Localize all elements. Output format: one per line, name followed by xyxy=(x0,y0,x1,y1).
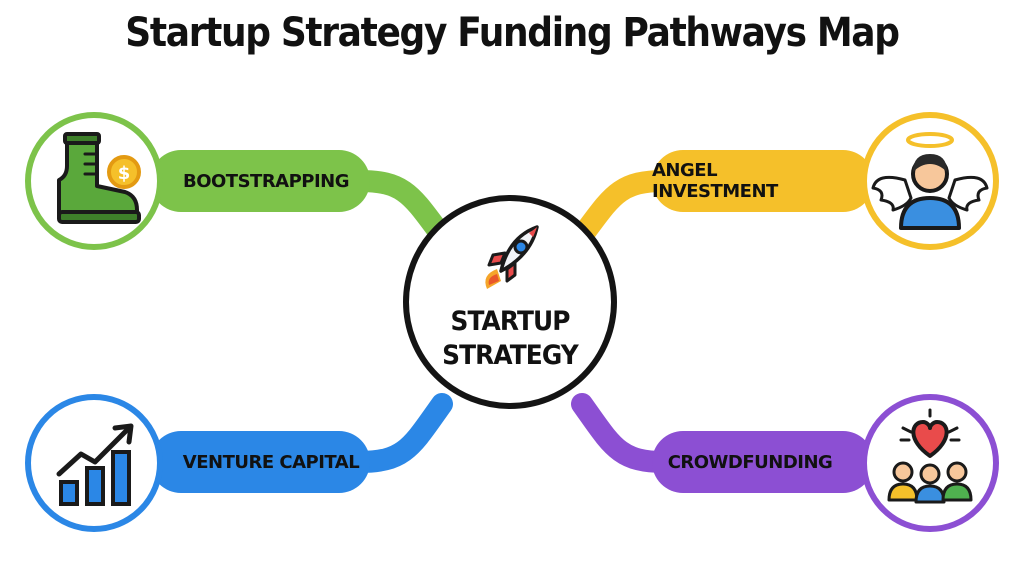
bootstrapping-icon-circle: $ xyxy=(25,112,163,250)
crowdfunding-icon-circle xyxy=(861,394,999,532)
svg-text:$: $ xyxy=(118,163,131,184)
growth-chart-icon xyxy=(56,423,134,506)
diagram-title: Startup Strategy Funding Pathways Map xyxy=(125,10,900,56)
branch-label: CROWDFUNDING xyxy=(667,451,833,473)
boot-coin-icon: $ xyxy=(57,132,141,224)
center-label-line2: STRATEGY xyxy=(442,340,579,371)
crowd-heart-icon xyxy=(887,408,973,504)
connector-bootstrapping xyxy=(349,170,453,247)
branch-bootstrapping: BOOTSTRAPPING xyxy=(150,150,370,212)
branch-label: ANGEL INVESTMENT xyxy=(652,160,778,202)
angel-person-icon xyxy=(871,132,989,230)
branch-angel-investment: ANGEL INVESTMENT xyxy=(652,150,874,212)
center-label-line1: STARTUP xyxy=(450,306,570,337)
connector-venture xyxy=(349,393,453,473)
connector-crowdfunding xyxy=(571,393,675,473)
center-hub: STARTUP STRATEGY xyxy=(403,195,617,409)
branch-venture-capital: VENTURE CAPITAL xyxy=(150,431,370,493)
branch-crowdfunding: CROWDFUNDING xyxy=(652,431,874,493)
branch-label: VENTURE CAPITAL xyxy=(182,451,360,473)
angel-icon-circle xyxy=(861,112,999,250)
connector-angel xyxy=(571,170,675,247)
venture-icon-circle xyxy=(25,394,163,532)
center-label: STARTUP STRATEGY xyxy=(417,305,603,373)
rocket-icon xyxy=(485,225,539,289)
branch-label: BOOTSTRAPPING xyxy=(182,170,350,192)
